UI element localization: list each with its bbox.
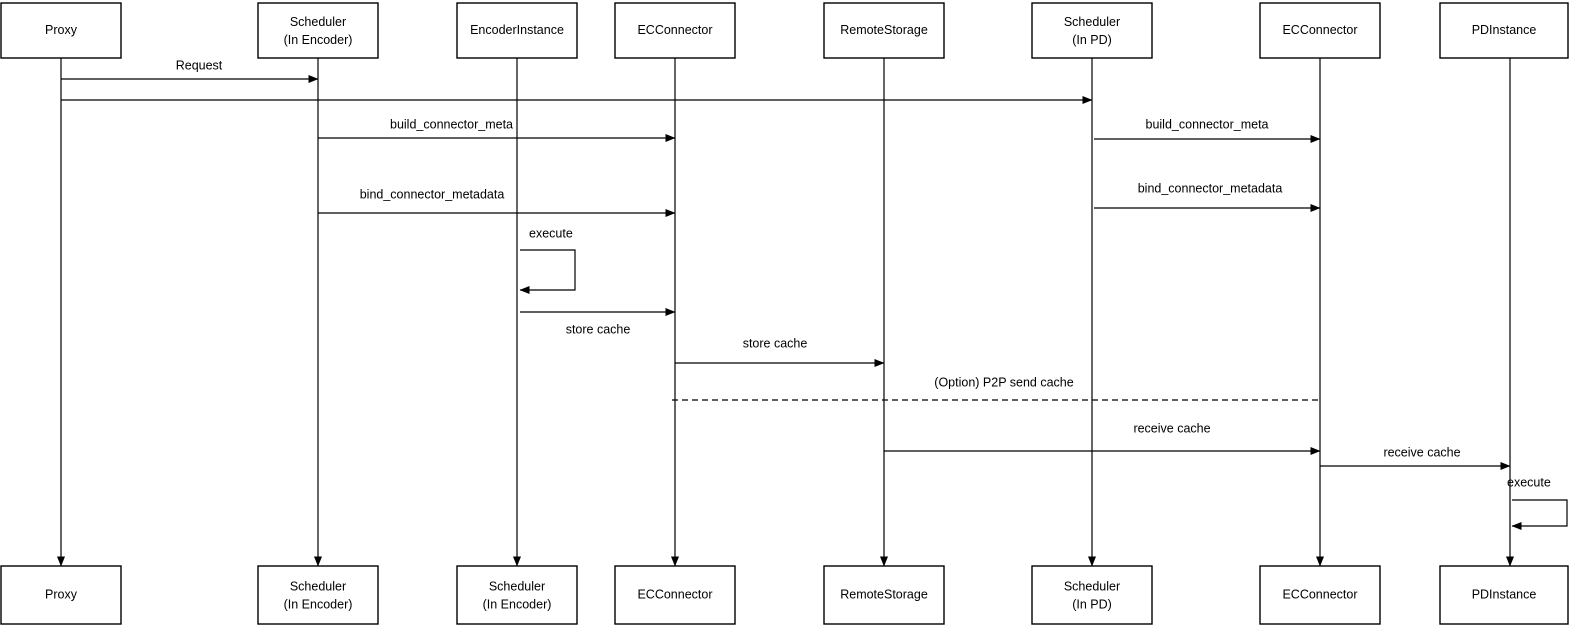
message-m11: receive cache xyxy=(1320,445,1511,470)
participant-bottom-sched_encoder[interactable]: Scheduler (In Encoder) xyxy=(257,565,379,625)
self-message-label: execute xyxy=(529,226,573,240)
participant-bottom-label-line1: RemoteStorage xyxy=(840,587,928,601)
participant-top-ec_connector_2[interactable]: ECConnector xyxy=(1259,2,1381,59)
message-m8: store cache xyxy=(675,336,885,367)
participant-bottom-box xyxy=(823,565,945,625)
message-m10: receive cache xyxy=(884,421,1321,455)
participant-bottom-label-line1: Scheduler xyxy=(489,579,545,593)
self-message-s1: execute xyxy=(519,226,576,294)
participant-top-box xyxy=(257,2,379,59)
participant-bottom-label-line1: ECConnector xyxy=(1282,587,1357,601)
message-label: receive cache xyxy=(1383,445,1460,459)
participant-bottom-label-line1: ECConnector xyxy=(637,587,712,601)
participant-top-label-line1: PDInstance xyxy=(1472,23,1537,37)
self-message-label: execute xyxy=(1507,475,1551,489)
participant-bottom-ec_connector_2[interactable]: ECConnector xyxy=(1259,565,1381,625)
participant-top-pd_instance[interactable]: PDInstance xyxy=(1439,2,1569,59)
message-label: Request xyxy=(176,58,223,72)
participant-top-box xyxy=(456,2,578,59)
self-messages-layer: execute execute xyxy=(519,226,1568,530)
message-m9: (Option) P2P send cache xyxy=(672,375,1322,401)
participant-top-remote_storage[interactable]: RemoteStorage xyxy=(823,2,945,59)
participant-bottom-remote_storage[interactable]: RemoteStorage xyxy=(823,565,945,625)
participant-bottom-label-line1: Proxy xyxy=(45,587,78,601)
message-m3: build_connector_meta xyxy=(318,117,676,142)
message-m5: bind_connector_metadata xyxy=(318,187,676,217)
participant-top-box xyxy=(614,2,736,59)
participant-bottom-sched_pd[interactable]: Scheduler (In PD) xyxy=(1031,565,1153,625)
participant-bottom-box xyxy=(1031,565,1153,625)
participant-top-label-line1: Scheduler xyxy=(290,15,346,29)
participant-bottom-pd_instance[interactable]: PDInstance xyxy=(1439,565,1569,625)
participant-bottom-label-line1: Scheduler xyxy=(1064,579,1120,593)
participant-bottom-label-line1: PDInstance xyxy=(1472,587,1537,601)
participant-bottom-label-line2: (In Encoder) xyxy=(483,597,552,611)
bottom-participant-boxes: Proxy Scheduler (In Encoder) Scheduler (In E… xyxy=(0,565,1569,625)
participant-bottom-ec_connector_1[interactable]: ECConnector xyxy=(614,565,736,625)
participant-bottom-box xyxy=(1259,565,1381,625)
participant-top-label-line1: RemoteStorage xyxy=(840,23,928,37)
self-message-s2: execute xyxy=(1507,475,1568,530)
participant-top-label-line2: (In Encoder) xyxy=(284,33,353,47)
message-label: build_connector_meta xyxy=(1146,117,1269,131)
participant-top-label-line2: (In PD) xyxy=(1072,33,1112,47)
top-participant-boxes: Proxy Scheduler (In Encoder) EncoderInstanc… xyxy=(0,2,1569,59)
message-m4: build_connector_meta xyxy=(1094,117,1321,143)
participant-top-sched_pd[interactable]: Scheduler (In PD) xyxy=(1031,2,1153,59)
message-label: store cache xyxy=(743,336,808,350)
participant-bottom-box xyxy=(0,565,122,625)
participant-top-label-line1: Scheduler xyxy=(1064,15,1120,29)
participant-top-sched_encoder[interactable]: Scheduler (In Encoder) xyxy=(257,2,379,59)
participant-top-box xyxy=(1439,2,1569,59)
participant-top-box xyxy=(0,2,122,59)
participant-top-proxy[interactable]: Proxy xyxy=(0,2,122,59)
participant-bottom-encoder_instance[interactable]: Scheduler (In Encoder) xyxy=(456,565,578,625)
message-label: build_connector_meta xyxy=(390,117,513,131)
message-m7: store cache xyxy=(520,308,676,336)
participant-top-label-line1: ECConnector xyxy=(637,23,712,37)
participant-top-box xyxy=(1031,2,1153,59)
self-message-arrow xyxy=(1511,499,1568,530)
participant-bottom-proxy[interactable]: Proxy xyxy=(0,565,122,625)
participant-top-label-line1: EncoderInstance xyxy=(470,23,564,37)
message-label: bind_connector_metadata xyxy=(360,187,505,201)
participant-bottom-label-line1: Scheduler xyxy=(290,579,346,593)
participant-top-ec_connector_1[interactable]: ECConnector xyxy=(614,2,736,59)
participant-top-box xyxy=(1259,2,1381,59)
participant-top-label-line1: ECConnector xyxy=(1282,23,1357,37)
participant-bottom-box xyxy=(614,565,736,625)
participant-bottom-box xyxy=(1439,565,1569,625)
self-message-arrow xyxy=(519,249,576,294)
participant-bottom-label-line2: (In Encoder) xyxy=(284,597,353,611)
message-m1: Request xyxy=(61,58,319,83)
message-label: bind_connector_metadata xyxy=(1138,181,1283,195)
message-label: (Option) P2P send cache xyxy=(934,375,1073,389)
message-label: receive cache xyxy=(1133,421,1210,435)
participant-top-box xyxy=(823,2,945,59)
message-label: store cache xyxy=(566,322,631,336)
lifelines-layer xyxy=(57,58,1514,567)
participant-bottom-label-line2: (In PD) xyxy=(1072,597,1112,611)
participant-top-label-line1: Proxy xyxy=(45,23,78,37)
participant-bottom-box xyxy=(456,565,578,625)
messages-layer: Request build_connector_meta build_connect… xyxy=(61,58,1511,470)
message-m6: bind_connector_metadata xyxy=(1094,181,1321,212)
participant-bottom-box xyxy=(257,565,379,625)
participant-top-encoder_instance[interactable]: EncoderInstance xyxy=(456,2,578,59)
